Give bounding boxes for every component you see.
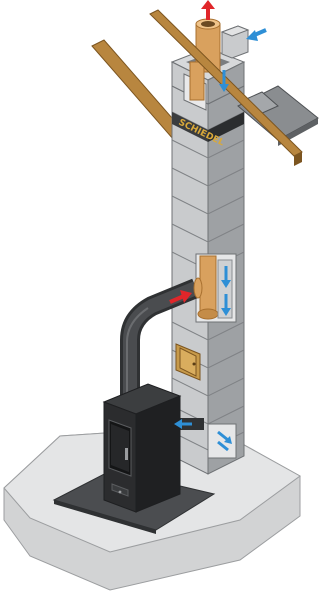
- lower-air-opening: [208, 424, 236, 458]
- exhaust-arrowhead-top: [201, 0, 215, 9]
- stove: [104, 384, 180, 512]
- air-intake-hood: [222, 26, 248, 58]
